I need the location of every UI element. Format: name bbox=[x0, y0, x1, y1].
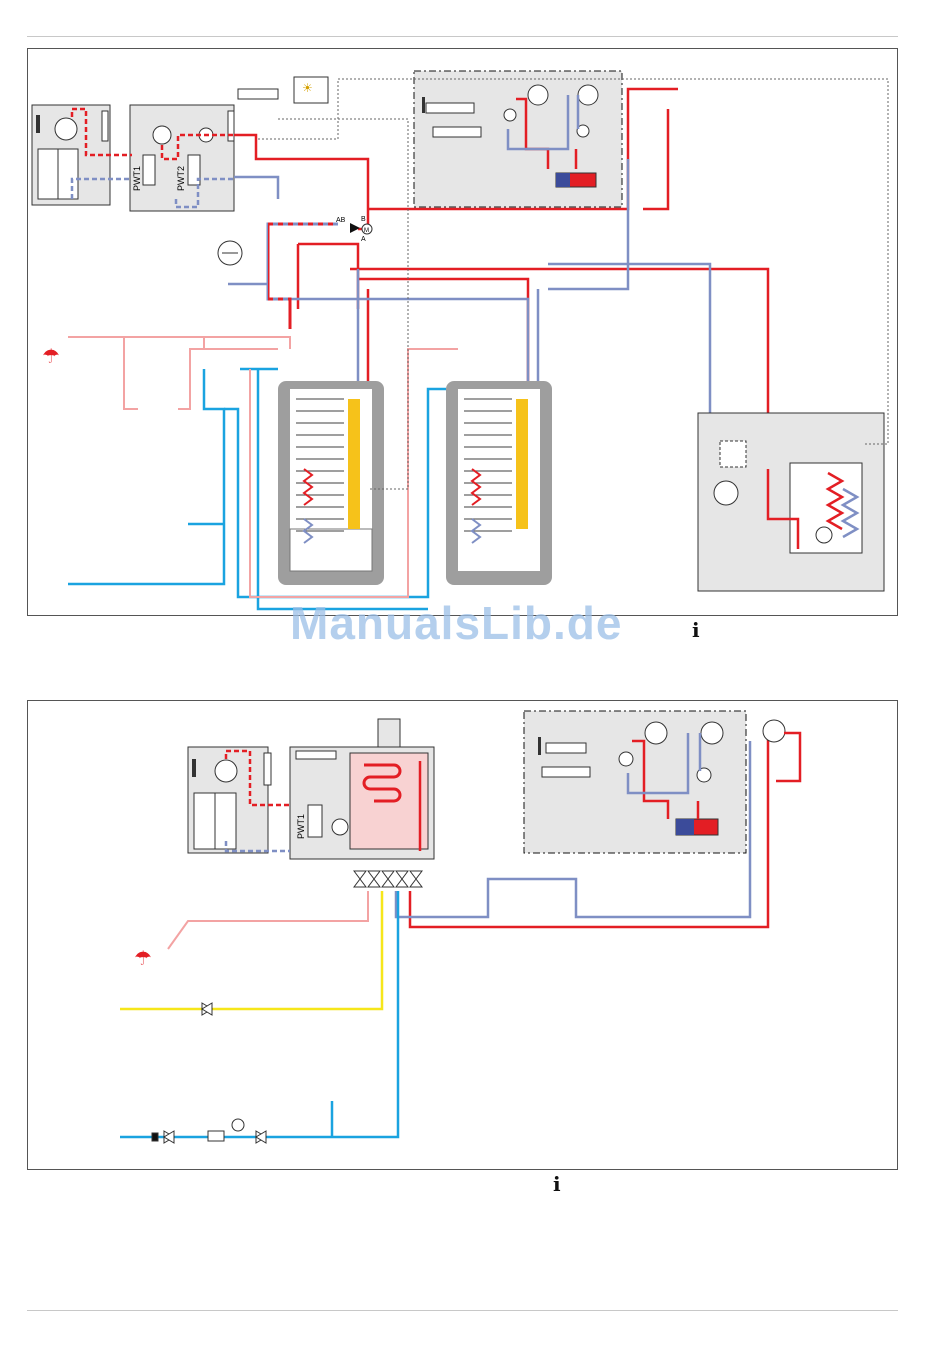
watermark: ManualsLib.de bbox=[290, 596, 622, 650]
figure-1-frame: PWT1 PWT2 bbox=[27, 48, 898, 616]
figure-2-frame: PWT1 ☂ bbox=[27, 700, 898, 1170]
bottom-rule bbox=[27, 1310, 898, 1311]
compact-unit: PWT1 bbox=[290, 719, 434, 859]
storage-tank-2 bbox=[446, 381, 552, 585]
valve-b-label: B bbox=[361, 216, 366, 223]
storage-tank-1 bbox=[278, 381, 384, 585]
controller-box bbox=[238, 89, 278, 99]
shower-icon: ☂ bbox=[42, 346, 60, 368]
mixed-pipe bbox=[268, 224, 338, 329]
motor-label: M bbox=[364, 228, 369, 234]
figure-1-diagram: PWT1 PWT2 bbox=[28, 49, 899, 617]
fill-line-fittings bbox=[152, 1003, 266, 1143]
top-rule bbox=[27, 36, 898, 37]
pwt2-label: PWT2 bbox=[176, 166, 186, 191]
diverter-valve: M AB B A bbox=[336, 216, 372, 243]
shower-icon-2: ☂ bbox=[134, 948, 152, 970]
hydraulic-module: PWT1 PWT2 bbox=[130, 105, 234, 211]
valve-a-label: A bbox=[361, 236, 366, 243]
heating-circuit-box-2 bbox=[524, 711, 746, 853]
hot-water-pipes bbox=[68, 337, 458, 597]
valve-ab-label: AB bbox=[336, 217, 346, 224]
sun-icon: ☀ bbox=[302, 81, 313, 95]
external-pump bbox=[763, 720, 785, 742]
heating-circuit-box bbox=[414, 71, 622, 207]
pwt1-label: PWT1 bbox=[132, 166, 142, 191]
external-heat-source bbox=[698, 413, 884, 591]
heat-pump-unit-2 bbox=[188, 747, 271, 853]
pwt1-label-2: PWT1 bbox=[296, 814, 306, 839]
info-icon-1: i bbox=[692, 618, 700, 642]
heating-return-pipes bbox=[72, 159, 788, 569]
info-icon-2: i bbox=[553, 1172, 561, 1196]
connection-valves bbox=[354, 871, 422, 887]
figure-2-diagram: PWT1 ☂ bbox=[28, 701, 899, 1171]
